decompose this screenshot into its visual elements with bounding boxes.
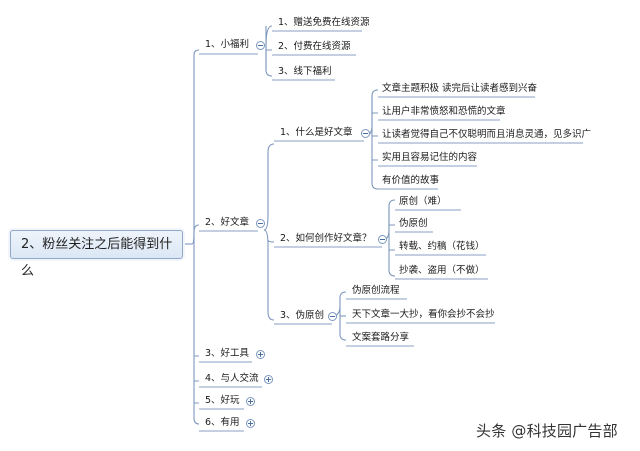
- root-node[interactable]: 2、粉丝关注之后能得到什么: [10, 230, 183, 279]
- collapse-toggle-icon[interactable]: [378, 235, 387, 244]
- subbranch-how-to-create[interactable]: 2、如何创作好文章？: [280, 233, 372, 244]
- leaf-pseudo-process[interactable]: 伪原创流程: [352, 285, 400, 296]
- leaf-positive-theme[interactable]: 文章主题积极 读完后让读者感到兴奋: [382, 83, 538, 94]
- leaf-valuable-story[interactable]: 有价值的故事: [382, 175, 440, 186]
- leaf-free-resources[interactable]: 1、赠送免费在线资源: [278, 17, 370, 28]
- watermark-text: 头条 @科技园广告部: [476, 422, 618, 440]
- branch-good-tools[interactable]: 3、好工具: [205, 348, 250, 359]
- branch-communication[interactable]: 4、与人交流: [205, 373, 259, 384]
- collapse-toggle-icon[interactable]: [256, 219, 265, 228]
- leaf-practical-memorable[interactable]: 实用且容易记住的内容: [382, 152, 478, 163]
- leaf-angry-panic[interactable]: 让用户非常愤怒和恐慌的文章: [382, 106, 506, 117]
- branch-good-articles[interactable]: 2、好文章: [205, 217, 250, 228]
- expand-toggle-icon[interactable]: [264, 375, 273, 384]
- collapse-toggle-icon[interactable]: [328, 312, 337, 321]
- branch-small-benefits[interactable]: 1、小福利: [205, 39, 250, 50]
- leaf-repost-commission[interactable]: 转载、约稿（花钱）: [399, 241, 485, 252]
- collapse-toggle-icon[interactable]: [361, 129, 370, 138]
- expand-toggle-icon[interactable]: [256, 350, 265, 359]
- branch-fun[interactable]: 5、好玩: [205, 395, 240, 406]
- leaf-copy-well[interactable]: 天下文章一大抄，看你会抄不会抄: [352, 309, 495, 320]
- subbranch-pseudo-original[interactable]: 3、伪原创: [280, 310, 325, 321]
- leaf-offline-benefits[interactable]: 3、线下福利: [278, 66, 332, 77]
- branch-useful[interactable]: 6、有用: [205, 417, 240, 428]
- leaf-feel-smart[interactable]: 让读者觉得自己不仅聪明而且消息灵通，见多识广: [382, 129, 592, 140]
- expand-toggle-icon[interactable]: [246, 397, 255, 406]
- leaf-plagiarism[interactable]: 抄袭、盗用（不做）: [399, 265, 485, 276]
- leaf-original[interactable]: 原创（难）: [399, 196, 447, 207]
- subbranch-what-is-good-article[interactable]: 1、什么是好文章: [280, 127, 353, 138]
- expand-toggle-icon[interactable]: [246, 419, 255, 428]
- leaf-copywriting-tricks[interactable]: 文案套路分享: [352, 332, 410, 343]
- leaf-pseudo-original[interactable]: 伪原创: [399, 218, 428, 229]
- leaf-paid-resources[interactable]: 2、付费在线资源: [278, 41, 351, 52]
- collapse-toggle-icon[interactable]: [256, 41, 265, 50]
